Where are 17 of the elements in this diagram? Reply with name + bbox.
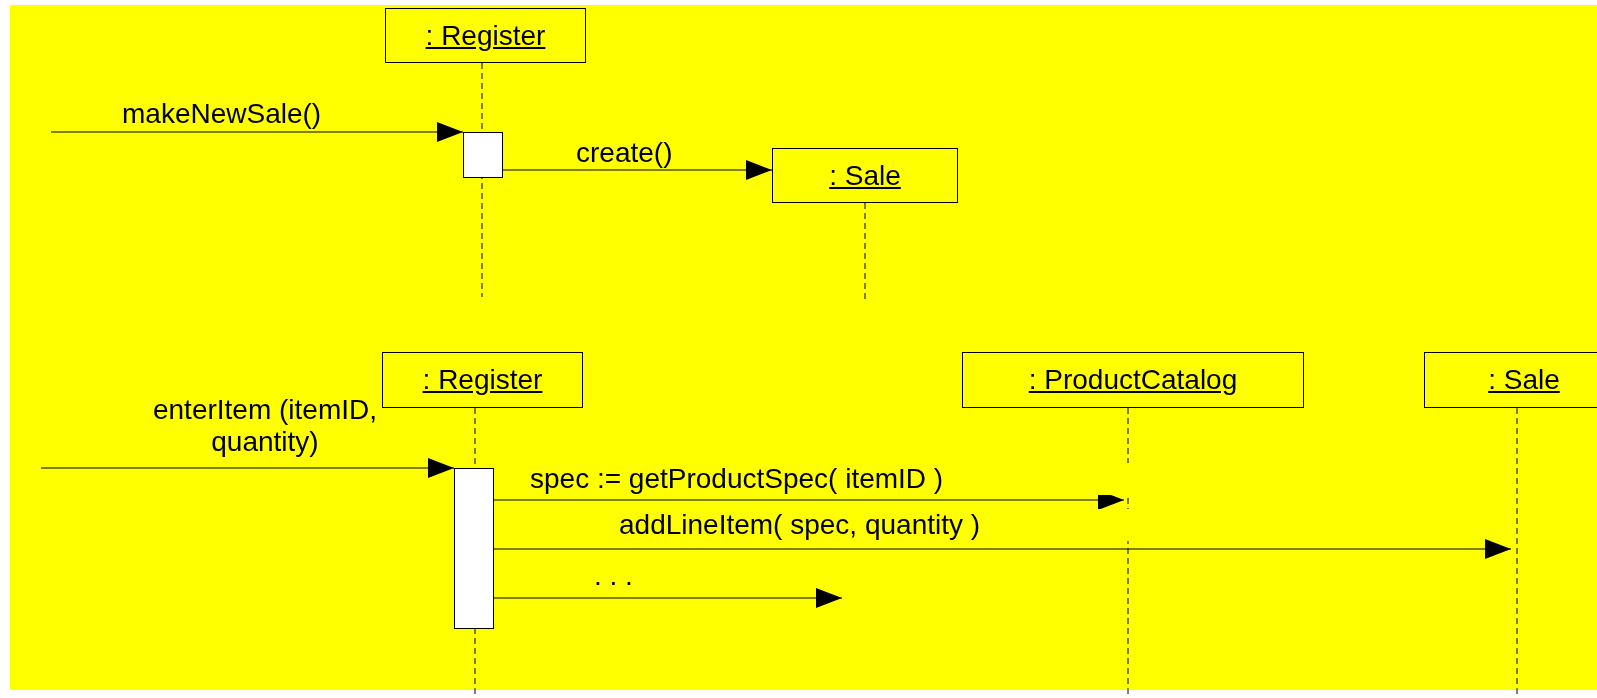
message-arrow xyxy=(502,160,773,180)
activation-bar xyxy=(463,132,503,178)
object-name: : Register xyxy=(424,19,547,52)
object-box xyxy=(382,352,583,408)
message-arrow xyxy=(493,588,843,608)
object-box xyxy=(962,352,1304,408)
activation-bar xyxy=(454,468,494,629)
object-name: : Sale xyxy=(828,159,902,192)
object-name: : ProductCatalog xyxy=(1027,364,1239,396)
message-arrow xyxy=(493,539,1512,559)
message-arrow xyxy=(50,122,464,142)
object-box xyxy=(772,148,958,203)
object-name: : Sale xyxy=(1487,364,1561,396)
object-box xyxy=(1424,352,1597,408)
object-box xyxy=(385,8,586,63)
message-arrow xyxy=(40,458,455,478)
object-name: : Register xyxy=(421,364,544,396)
